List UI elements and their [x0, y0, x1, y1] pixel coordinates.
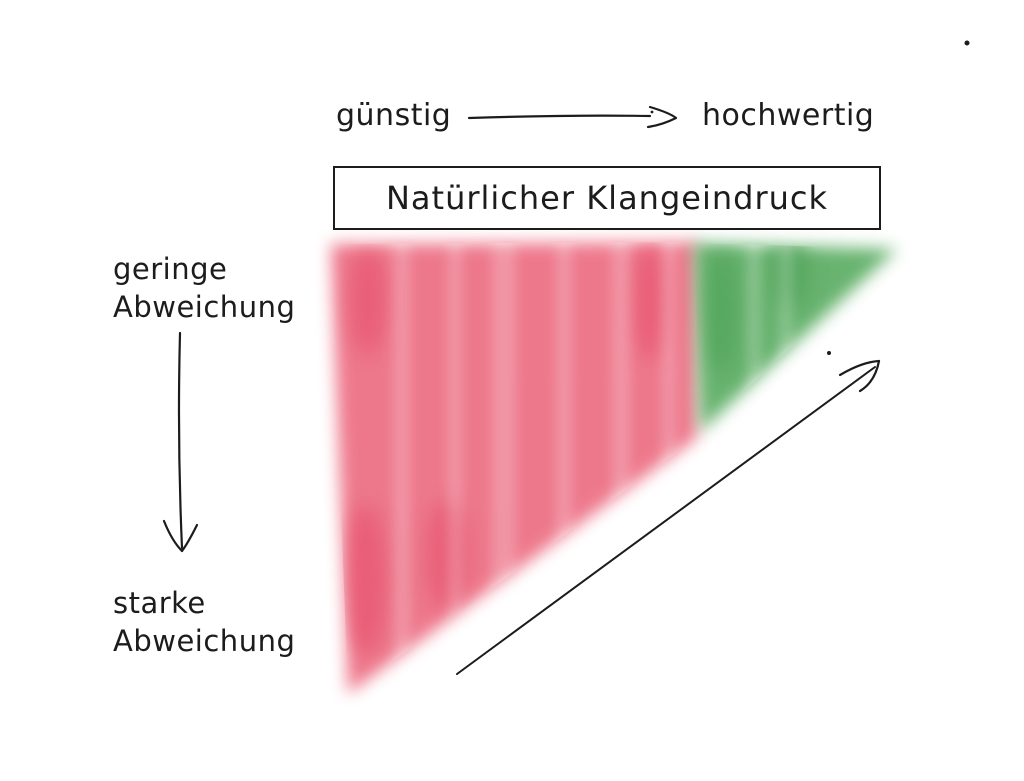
diagram-title: Natürlicher Klangeindruck	[385, 179, 828, 217]
vertical-arrow	[162, 331, 199, 553]
deviation-bottom-line2: Abweichung	[113, 624, 296, 658]
red-region	[331, 242, 697, 694]
quality-axis-right-label: hochwertig	[702, 98, 875, 133]
title-box: Natürlicher Klangeindruck	[333, 166, 881, 230]
deviation-top-line2: Abweichung	[113, 290, 296, 324]
deviation-axis-bottom-label: starke Abweichung	[113, 584, 295, 660]
top-arrow	[467, 105, 678, 129]
stray-dot-arrowhead	[650, 110, 654, 114]
diagonal-arrow	[456, 359, 881, 675]
green-region	[694, 243, 897, 432]
stray-dot-middle	[827, 351, 831, 355]
ink-strokes	[162, 105, 881, 675]
green-region-shape	[694, 243, 897, 432]
deviation-top-line1: geringe	[113, 252, 228, 286]
deviation-axis-top-label: geringe Abweichung	[113, 250, 295, 326]
stray-dots	[650, 40, 970, 355]
deviation-bottom-line1: starke	[113, 586, 206, 620]
green-region-texture	[707, 243, 808, 432]
quality-axis-left-label: günstig	[336, 98, 452, 133]
stray-dot-top-right	[964, 40, 970, 46]
